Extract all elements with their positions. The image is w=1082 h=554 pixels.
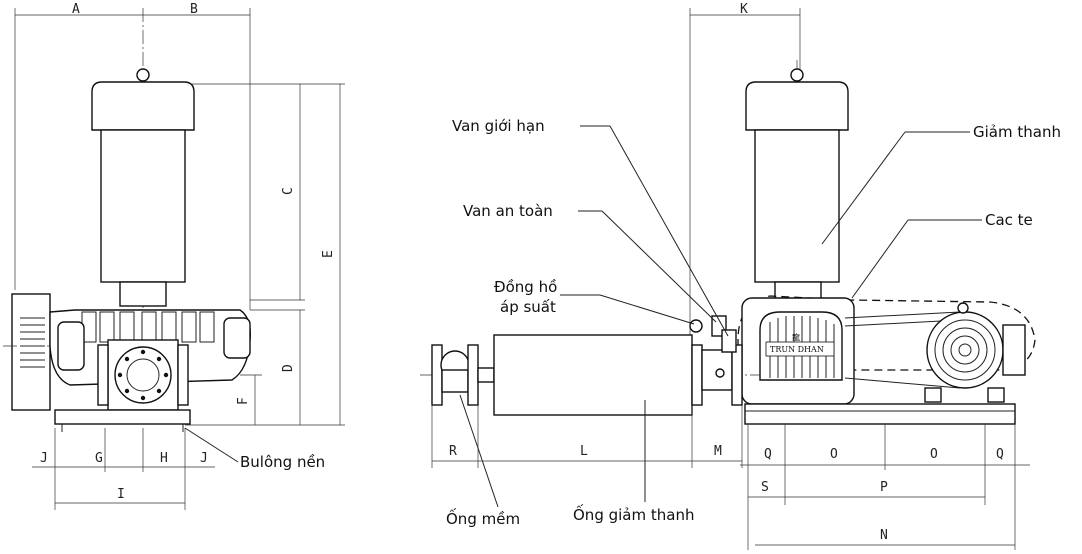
dim-O-right: O — [930, 447, 938, 462]
base-frame — [54, 409, 191, 425]
silencer-cap — [91, 81, 195, 131]
label-silencer-pipe: Ống giảm thanh — [573, 503, 694, 524]
left-support — [97, 344, 109, 406]
silencer-cap-side — [745, 81, 849, 131]
dim-C: C — [281, 187, 296, 195]
label-silencer: Giảm thanh — [973, 123, 1061, 141]
dim-H: H — [160, 451, 168, 466]
dim-P: P — [880, 480, 888, 495]
nameplate — [765, 341, 835, 357]
dim-D: D — [281, 364, 296, 372]
silencer-neck — [119, 281, 167, 307]
motor-end — [1002, 324, 1026, 376]
dim-Q-right: Q — [996, 447, 1004, 462]
dim-O-left: O — [830, 447, 838, 462]
dim-F: F — [236, 397, 251, 405]
label-safety-valve: Van an toàn — [463, 202, 553, 220]
dim-Q-left: Q — [764, 447, 772, 462]
motor — [926, 311, 1004, 389]
silencer-body-side — [754, 129, 840, 283]
blower-side-cover — [57, 321, 85, 371]
front-view: A B C D E F — [3, 2, 345, 510]
inlet-flange — [431, 344, 443, 406]
silencer-pipe-flange — [691, 344, 703, 406]
dim-L: L — [580, 444, 588, 459]
blower-inlet-flange — [731, 344, 743, 406]
nameplate-mark: 龍 — [792, 332, 800, 342]
dim-J-right: J — [200, 451, 208, 466]
dim-N: N — [880, 528, 888, 543]
dim-A: A — [72, 2, 80, 17]
flex-hose — [441, 369, 469, 393]
dim-G: G — [95, 451, 103, 466]
dim-R: R — [449, 444, 457, 459]
label-limit-valve: Van giới hạn — [452, 117, 545, 135]
dim-I: I — [117, 487, 125, 502]
dim-B: B — [190, 2, 198, 17]
flange-ring — [114, 346, 172, 404]
motor-eye — [957, 302, 969, 314]
label-anchor-bolt: Bulông nền — [240, 453, 325, 471]
side-view: K TRUN DHAN 龍 — [420, 2, 1061, 550]
label-pressure-gauge-1: Đồng hồ — [494, 278, 557, 296]
motor-foot-left — [924, 387, 942, 403]
nameplate-text: TRUN DHAN — [770, 345, 824, 354]
dim-K: K — [740, 2, 748, 17]
blower-end-cover — [223, 317, 251, 359]
safety-valve — [721, 329, 737, 353]
motor-foot-right — [987, 387, 1005, 403]
hose-flange — [467, 344, 479, 406]
silencer-body — [100, 129, 186, 283]
lifting-eye-side — [790, 68, 804, 82]
pipe-joint — [477, 367, 495, 383]
pressure-gauge — [689, 319, 703, 333]
lifting-eye — [136, 68, 150, 82]
label-belt-guard: Cac te — [985, 211, 1033, 229]
belt-pulley — [11, 293, 51, 411]
dim-E: E — [321, 250, 336, 258]
silencer-pipe — [493, 334, 693, 416]
label-pressure-gauge-2: áp suất — [500, 298, 556, 316]
right-support — [177, 344, 189, 406]
dim-S: S — [761, 480, 769, 495]
dim-M: M — [714, 444, 722, 459]
flange-bolts — [117, 349, 169, 401]
safety-valve-knob — [715, 368, 725, 378]
label-flex-hose: Ống mềm — [446, 507, 520, 528]
base-frame-side — [744, 403, 1016, 425]
dim-J-left: J — [40, 451, 48, 466]
